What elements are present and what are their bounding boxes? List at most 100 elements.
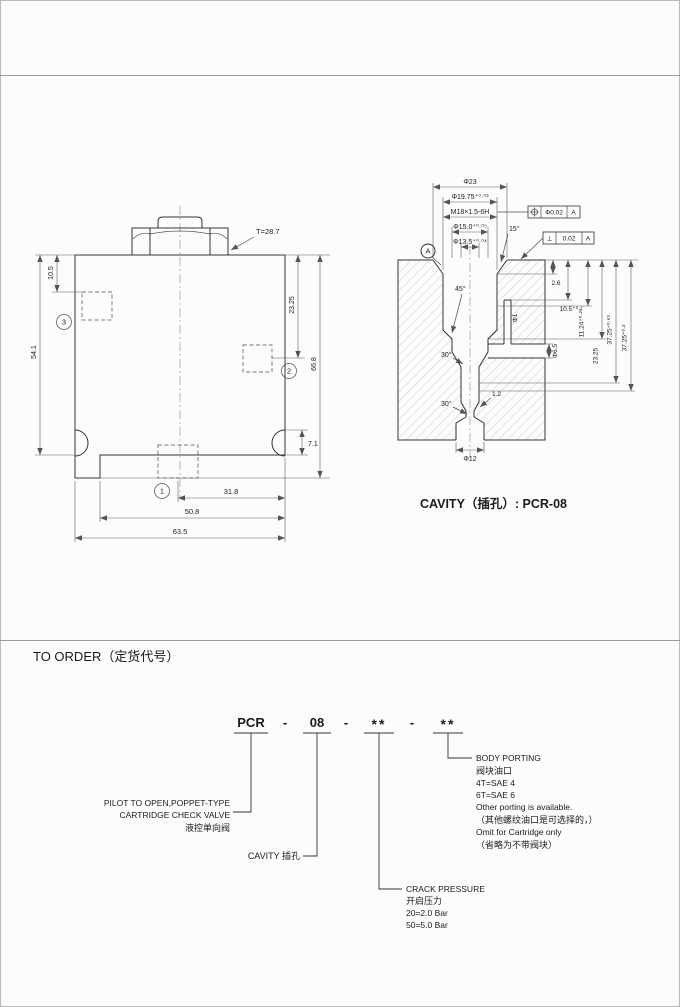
port-3-hidden-hole <box>81 291 113 321</box>
cross-drilled-channels <box>488 299 545 359</box>
angle-30-lower-label: 30° <box>441 400 452 408</box>
body-porting-line-6: （其他螺纹油口是可选择的，） <box>476 814 598 825</box>
dim-phi13-5-label: Φ13.5⁺⁰·⁰⁴ <box>453 238 487 246</box>
order-code: PCR - 08 - ** - ** <box>234 715 463 734</box>
body-porting-line-5: Other porting is available. <box>476 802 572 812</box>
body-dimension-lines <box>37 236 323 541</box>
cavity-section-view: Φ23 Φ19.75⁺⁰·⁰³ M18×1.5-6H Φ15.0⁺⁰·⁰⁵ Φ1… <box>397 179 638 511</box>
dim-thread-label: M18×1.5-6H <box>451 209 490 216</box>
code-body-porting: ** <box>441 716 456 732</box>
order-section: TO ORDER（定货代号） PCR - 08 - ** - ** PILOT … <box>33 649 598 930</box>
position-tolerance-value: Φ0.02 <box>545 210 563 217</box>
crack-pressure-block: CRACK PRESSURE 开启压力 20=2.0 Bar 50=5.0 Ba… <box>406 884 485 930</box>
body-porting-line-7: Omit for Cartridge only <box>476 827 562 837</box>
dim-66-8-label: 66.8 <box>311 357 318 371</box>
valve-type-line-3: 液控单向阀 <box>185 822 230 833</box>
port-balloon-2-label: 2 <box>287 367 291 376</box>
side-port-channel-fill <box>489 344 545 358</box>
angle-30-upper-label: 30° <box>441 351 452 359</box>
cavity-profile-left <box>432 259 467 440</box>
valve-type-block: PILOT TO OPEN,POPPET-TYPE CARTRIDGE CHEC… <box>104 798 230 833</box>
cavity-depth-dimensions <box>479 259 638 392</box>
left-side-port-slot <box>74 429 89 457</box>
order-title: TO ORDER（定货代号） <box>33 649 179 664</box>
angle-45-leader <box>451 293 463 334</box>
cavity-profile-right <box>473 259 508 440</box>
dim-2-6-label: 2.6 <box>551 280 560 287</box>
dim-10-5-depth-label: 10.5⁺⁰·¹ <box>559 306 583 313</box>
dim-phi15-label: Φ15.0⁺⁰·⁰⁵ <box>453 223 487 231</box>
body-porting-line-2: 阀块油口 <box>476 765 512 776</box>
port-balloon-3-label: 3 <box>62 318 66 327</box>
dim-11-24-label: 11.24⁺⁰·²⁵ <box>579 308 586 337</box>
dim-50-8-label: 50.8 <box>185 507 200 516</box>
dim-phi23-label: Φ23 <box>463 179 476 186</box>
dim-t-28-7-label: T=28.7 <box>256 227 280 236</box>
dim-phi1-label: Φ1 <box>512 313 519 322</box>
crack-pressure-line-1: CRACK PRESSURE <box>406 884 485 894</box>
perpendicularity-tolerance-datum: A <box>586 236 591 243</box>
code-sep-1: - <box>283 715 287 730</box>
perpendicularity-icon: ⊥ <box>546 236 552 243</box>
port-balloon-3: 3 <box>56 314 72 330</box>
dim-1-2-label: 1.2 <box>492 391 501 398</box>
dim-1-2-leader <box>479 397 492 408</box>
dim-7-1-label: 7.1 <box>308 441 318 448</box>
perpendicularity-tolerance-frame: ⊥ 0.02 A <box>520 231 595 260</box>
dim-54-1-label: 54.1 <box>31 345 38 359</box>
angle-30-upper-leader <box>452 357 464 365</box>
dim-37-25-a-label: 37.25⁺⁰·⁶³ <box>607 315 614 345</box>
position-tolerance-frame: Φ0.02 A <box>497 205 581 219</box>
valve-type-line-2: CARTRIDGE CHECK VALVE <box>119 810 230 820</box>
phi12-dimension: Φ12 <box>455 442 485 463</box>
port-balloon-1-label: 1 <box>160 487 164 496</box>
dim-63-5-label: 63.5 <box>173 527 188 536</box>
code-sep-2: - <box>344 715 348 730</box>
dim-10-5-label: 10.5 <box>48 266 55 280</box>
body-porting-line-3: 4T=SAE 4 <box>476 778 515 788</box>
angle-45-label: 45° <box>455 285 466 293</box>
dim-23-25-depth-label: 23.25 <box>593 347 600 364</box>
cavity-caption: CAVITY（插孔）: PCR-08 <box>420 496 567 511</box>
position-tolerance-datum: A <box>571 210 576 217</box>
order-code-connectors <box>233 733 472 890</box>
crack-pressure-line-3: 20=2.0 Bar <box>406 908 448 918</box>
body-extension-lines <box>35 254 330 542</box>
body-porting-line-4: 6T=SAE 6 <box>476 790 515 800</box>
dim-23-25-label: 23.25 <box>289 296 296 314</box>
dim-phi19-75-label: Φ19.75⁺⁰·⁰³ <box>451 193 489 201</box>
port-balloon-2: 2 <box>281 363 297 379</box>
perpendicularity-tolerance-value: 0.02 <box>563 236 576 243</box>
cavity-top-dimension-lines <box>433 184 507 250</box>
code-crack-pressure: ** <box>372 716 387 732</box>
dim-phi12-label: Φ12 <box>463 456 476 463</box>
valve-body-view: 3 2 1 <box>31 206 330 542</box>
dim-phi6-5-label: Φ6.5 <box>552 344 559 359</box>
position-target-icon <box>530 207 539 217</box>
pilot-hole-fill <box>504 300 511 344</box>
code-model: PCR <box>237 715 265 730</box>
dim-31-8-label: 31.8 <box>224 487 239 496</box>
datum-a-balloon: A <box>420 243 442 266</box>
crack-pressure-line-2: 开启压力 <box>406 895 442 906</box>
code-sep-3: - <box>410 715 414 730</box>
port-2-hidden-hole <box>242 344 273 373</box>
crack-pressure-line-4: 50=5.0 Bar <box>406 920 448 930</box>
port-1-hidden-hole <box>157 444 199 479</box>
phi6-5-dimension: Φ6.5 <box>545 344 559 359</box>
angle-30-lower-leader <box>452 406 468 415</box>
valve-type-line-1: PILOT TO OPEN,POPPET-TYPE <box>104 798 230 808</box>
datum-a-label: A <box>425 247 430 256</box>
body-porting-line-8: （省略为不带阀块） <box>476 839 557 850</box>
angle-15-label: 15° <box>509 225 520 233</box>
angle-15-leader <box>500 233 509 263</box>
code-cavity: 08 <box>310 715 324 730</box>
body-porting-block: BODY PORTING 阀块油口 4T=SAE 4 6T=SAE 6 Othe… <box>476 753 598 850</box>
body-porting-line-1: BODY PORTING <box>476 753 541 763</box>
right-side-port-slot <box>271 429 286 457</box>
port-balloon-1: 1 <box>154 483 170 499</box>
dim-37-25-b-label: 37.25⁺⁰·² <box>622 324 629 351</box>
